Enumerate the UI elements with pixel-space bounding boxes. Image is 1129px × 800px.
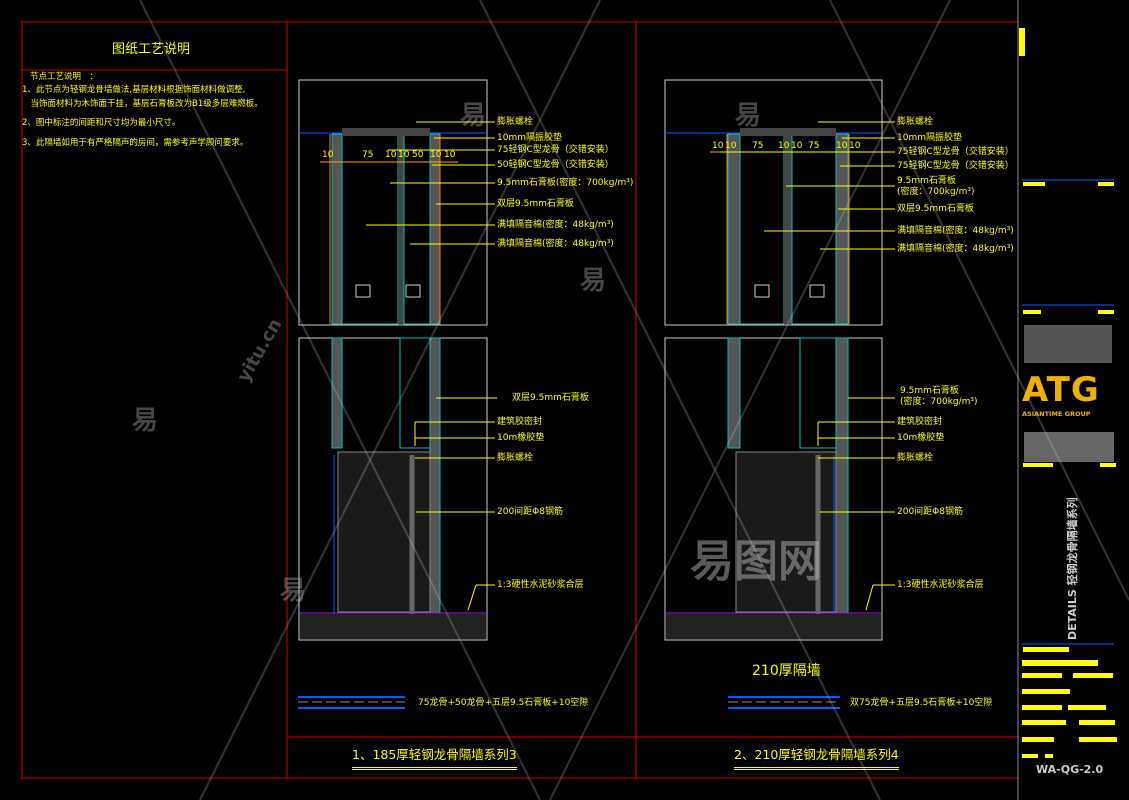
label-rebar: 200间距Φ8钢筋	[497, 507, 563, 517]
label-sealant: 建筑胶密封	[897, 417, 943, 427]
label-double-gypsum-bottom: 双层9.5mm石膏板	[512, 393, 589, 403]
company-name: ASIANTIME GROUP	[1022, 410, 1091, 418]
dim: 10	[791, 141, 803, 151]
dim: 10	[322, 150, 334, 160]
label-insulation-2: 满填隔音棉(密度：48kg/m³)	[897, 244, 1014, 254]
drawing-name: DETAILS 轻钢龙骨隔墙系列	[1066, 497, 1079, 640]
legend-symbol-left	[298, 696, 405, 709]
label-expansion-bolt: 膨胀螺栓	[497, 117, 534, 127]
series-title-left: 1、185厚轻钢龙骨隔墙系列3	[352, 744, 517, 770]
label-rubber-pad: 10m橡胶垫	[897, 433, 945, 443]
label-rebar: 200间距Φ8钢筋	[897, 507, 963, 517]
watermark-char: 易	[460, 101, 487, 131]
label-double-gypsum: 双层9.5mm石膏板	[897, 204, 974, 214]
note-item-3: 3、此隔墙如用于有严格隔声的房间，需参考声学顾问要求。	[22, 138, 249, 148]
label-gypsum-board: 9.5mm石膏板(密度：700kg/m³)	[497, 178, 634, 188]
legend-right-text: 双75龙骨+五层9.5石膏板+10空隙	[850, 698, 993, 708]
notes-heading: 节点工艺说明 ：	[30, 72, 99, 82]
dim: 50	[412, 150, 424, 160]
title-block-marker	[1019, 28, 1025, 56]
dim: 75	[752, 141, 764, 151]
dim: 10	[444, 150, 456, 160]
label-rubber-pad: 10m橡胶垫	[497, 433, 545, 443]
label-insulation-1: 满填隔音棉(密度：48kg/m³)	[897, 226, 1014, 236]
legend-left-text: 75龙骨+50龙骨+五层9.5石膏板+10空隙	[418, 698, 589, 708]
watermark-brand: 易图网	[690, 536, 822, 587]
note-item-2: 2、图中标注的间距和尺寸均为最小尺寸。	[22, 118, 181, 128]
label-vibration-pad: 10mm隔振胶垫	[897, 133, 962, 143]
dim: 10	[712, 141, 724, 151]
label-mortar: 1:3硬性水泥砂浆合层	[897, 580, 984, 590]
title-block-bars	[1022, 179, 1117, 758]
label-gypsum-board: 9.5mm石膏板	[897, 176, 956, 186]
dim: 10	[385, 150, 397, 160]
dim: 10	[430, 150, 442, 160]
watermark-lines	[139, 0, 1129, 800]
label-insulation-2: 满填隔音棉(密度：48kg/m³)	[497, 239, 614, 249]
dim: 75	[808, 141, 820, 151]
wall-title-right: 210厚隔墙	[752, 663, 821, 679]
dim: 10	[725, 141, 737, 151]
label-expansion-bolt: 膨胀螺栓	[897, 117, 934, 127]
detail-right-drawing	[664, 79, 883, 641]
note-item-1-cont: 当饰面材料为木饰面干挂，基层石膏板改为B1级多层难燃板。	[22, 99, 263, 109]
series-title-right: 2、210厚轻钢龙骨隔墙系列4	[734, 744, 899, 770]
dim: 10	[836, 141, 848, 151]
notes-panel-title: 图纸工艺说明	[112, 42, 191, 57]
dim: 10	[778, 141, 790, 151]
watermark-char: 易	[735, 101, 762, 131]
note-item-1: 1、此节点为轻钢龙骨墙做法,基层材料根据饰面材料做调整,	[22, 85, 246, 95]
label-gypsum-bottom: 9.5mm石膏板	[900, 386, 959, 396]
label-mortar: 1:3硬性水泥砂浆合层	[497, 580, 584, 590]
dim: 75	[362, 150, 374, 160]
drawing-number: WA-QG-2.0	[1036, 763, 1104, 776]
dim: 10	[849, 141, 861, 151]
label-75-stud: 75轻钢C型龙骨（交错安装）	[497, 145, 614, 155]
legend-symbol-right	[728, 696, 840, 709]
label-expansion-bolt-bottom: 膨胀螺栓	[897, 453, 934, 463]
label-insulation-1: 满填隔音棉(密度：48kg/m³)	[497, 220, 614, 230]
label-gypsum-bottom-density: (密度：700kg/m³)	[900, 397, 978, 407]
watermark-char: 易	[280, 576, 307, 606]
label-double-gypsum: 双层9.5mm石膏板	[497, 199, 574, 209]
leader-lines-left	[366, 121, 497, 611]
label-vibration-pad: 10mm隔振胶垫	[497, 133, 562, 143]
label-75-stud-2: 75轻钢C型龙骨（交错安装）	[897, 161, 1014, 171]
label-gypsum-density: (密度：700kg/m³)	[897, 187, 975, 197]
leader-lines-right	[720, 121, 895, 611]
label-50-stud: 50轻钢C型龙骨（交错安装）	[497, 160, 614, 170]
watermark-char: 易	[580, 266, 607, 296]
label-75-stud-1: 75轻钢C型龙骨（交错安装）	[897, 147, 1014, 157]
company-logo: ATG	[1022, 370, 1100, 410]
watermark-char: 易	[132, 406, 159, 436]
label-sealant: 建筑胶密封	[497, 417, 543, 427]
dim: 10	[398, 150, 410, 160]
detail-left-drawing	[298, 79, 488, 641]
label-expansion-bolt-bottom: 膨胀螺栓	[497, 453, 534, 463]
